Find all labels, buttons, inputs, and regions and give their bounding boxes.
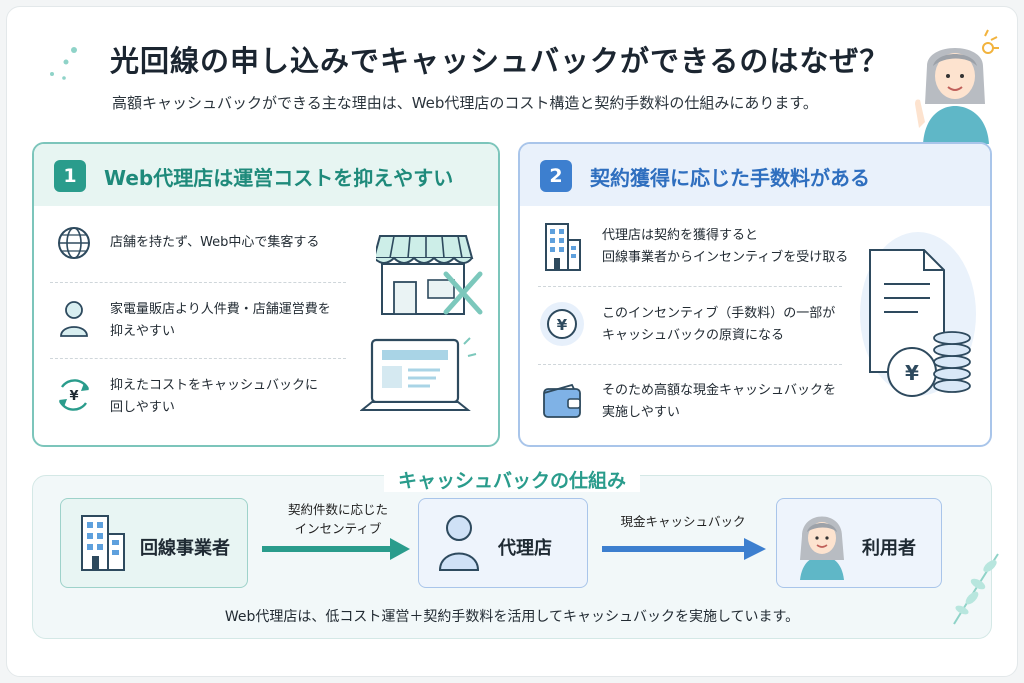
- node-agency: [418, 498, 588, 588]
- person-icon: [438, 515, 480, 571]
- divider: [538, 364, 842, 365]
- arrow1-label: 契約件数に応じた インセンティブ: [287, 502, 388, 536]
- card2-item-1-line2: 回線事業者からインセンティブを受け取る: [602, 250, 849, 265]
- yen-symbol: ¥: [905, 361, 919, 385]
- page-title: 光回線の申し込みでキャッシュバックができるのはなぜ？: [110, 44, 890, 78]
- card-number-badge: 2: [540, 160, 572, 192]
- arrow2-label: 現金キャッシュバック: [620, 514, 746, 529]
- divider: [50, 358, 346, 359]
- flow-footer-note: Web代理店は、低コスト運営＋契約手数料を活用してキャッシュバックを実施していま…: [224, 609, 800, 625]
- card1-item-3-line2: 回しやすい: [110, 400, 175, 415]
- woman-pointing-illustration-icon: [915, 29, 999, 144]
- node-carrier-label: 回線事業者: [140, 538, 230, 559]
- card2-item-2-line2: キャッシュバックの原資になる: [602, 328, 785, 343]
- arrow-right-icon: [602, 538, 766, 560]
- card1-item-2-line2: 抑えやすい: [110, 324, 176, 339]
- card-header: 2 契約獲得に応じた手数料がある: [520, 144, 990, 206]
- card-title: 契約獲得に応じた手数料がある: [590, 166, 870, 190]
- woman-avatar-icon: [800, 516, 844, 580]
- card1-item-1-text: 店舗を持たず、Web中心で集客する: [110, 235, 320, 250]
- card-title: Web代理店は運営コストを抑えやすい: [104, 166, 454, 190]
- leaf-decoration-icon: [953, 553, 999, 625]
- globe-icon: [58, 227, 90, 259]
- card2-item-3-line2: 実施しやすい: [602, 405, 680, 420]
- store-closed-icon: [376, 235, 483, 315]
- yen-coin-icon: ¥: [540, 302, 584, 346]
- divider: [538, 286, 842, 287]
- card2-item-1-line1: 代理店は契約を獲得すると: [602, 228, 759, 243]
- node-agency-label: 代理店: [498, 538, 552, 559]
- page-subtitle: 高額キャッシュバックができる主な理由は、Web代理店のコスト構造と契約手数料の仕…: [112, 94, 818, 112]
- card-header: 1 Web代理店は運営コストを抑えやすい: [34, 144, 498, 206]
- card1-item-2-line1: 家電量販店より人件費・店舗運営費を: [110, 302, 331, 317]
- wallet-icon: [543, 383, 581, 418]
- building-icon: [545, 223, 581, 271]
- node-user-label: 利用者: [862, 538, 916, 559]
- card2-item-3-line1: そのため高額な現金キャッシュバックを: [602, 383, 837, 398]
- document-coins-icon: ¥: [860, 232, 976, 397]
- laptop-icon: [360, 337, 477, 411]
- yen-symbol: ¥: [69, 389, 78, 404]
- building-icon: [81, 515, 125, 571]
- card1-item-3-line1: 抑えたコストをキャッシュバックに: [110, 378, 319, 393]
- yen-symbol: ¥: [557, 316, 568, 334]
- arrow-right-icon: [262, 538, 410, 560]
- divider: [50, 282, 346, 283]
- card2-item-2-line1: このインセンティブ（手数料）の一部が: [602, 306, 836, 321]
- card-number-badge: 1: [54, 160, 86, 192]
- person-icon: [60, 301, 88, 337]
- sparkle-decoration-icon: [50, 47, 77, 80]
- yen-cycle-icon: ¥: [58, 379, 90, 411]
- flow-title: キャッシュバックの仕組み: [0, 466, 1024, 493]
